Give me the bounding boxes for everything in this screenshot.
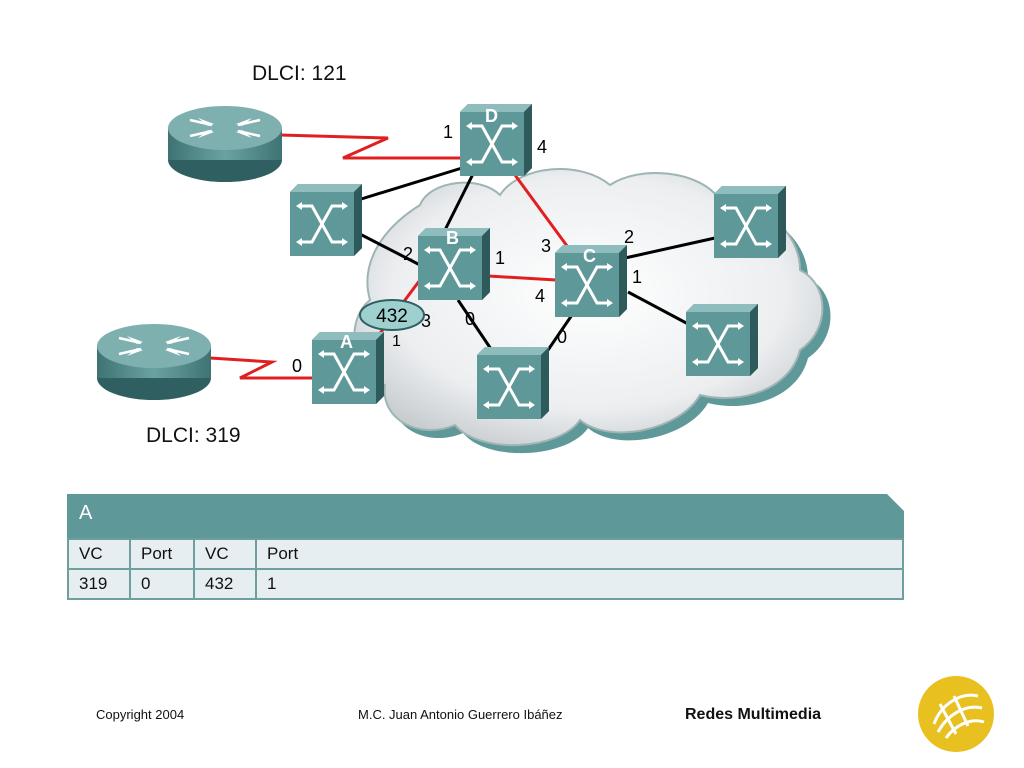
port-label: 1 [443,122,453,142]
footer-author: M.C. Juan Antonio Guerrero Ibáñez [358,707,563,722]
port-label: 0 [465,309,475,329]
node-label-a: A [340,332,353,352]
link-d-b [443,169,477,231]
logo-icon [918,676,994,752]
serial-link-top [279,133,460,160]
footer-copyright: Copyright 2004 [96,707,185,722]
switch-icon[interactable] [475,345,551,421]
port-label: 3 [541,236,551,256]
switch-icon[interactable] [684,302,760,378]
table-header-row: VC Port VC Port [67,538,904,570]
table-header-cell: VC [193,538,257,570]
port-label: 0 [557,327,567,347]
table-cell: 1 [255,568,904,600]
table-cell: 0 [129,568,195,600]
port-label: 1 [495,248,505,268]
link-b-c [487,274,557,282]
link-b-bottom [456,299,497,356]
footer-course: Redes Multimedia [685,706,822,723]
link-c-right-top [624,236,716,260]
port-label: 0 [292,356,302,376]
router-icon[interactable] [166,104,284,184]
node-label-b: B [446,228,459,248]
port-label: 4 [535,286,545,306]
table-row: 319 0 432 1 [67,568,904,600]
table-header-cell: Port [129,538,195,570]
switch-icon[interactable] [712,184,788,260]
table-header-cell: Port [255,538,904,570]
network-diagram: D B C A 1 4 2 1 3 0 3 2 1 4 0 0 1 432 [95,102,831,454]
table-header [67,494,904,538]
vc-tag-label: 432 [376,306,408,327]
node-label-c: C [583,246,596,266]
serial-link-bottom [209,356,312,380]
link-d-c [513,174,572,251]
switch-icon[interactable] [288,182,364,258]
dlci-label-bottom: DLCI: 319 [146,424,241,447]
network-links [355,166,716,356]
router-icon[interactable] [95,322,213,402]
table-cell: 319 [67,568,131,600]
port-label: 1 [632,267,642,287]
table-cell: 432 [193,568,257,600]
table-header-cell: VC [67,538,131,570]
vc-tag: 432 [359,299,425,331]
table-title: A [79,502,93,524]
port-label: 3 [421,311,431,331]
vc-table: VC Port VC Port 319 0 432 1 [67,538,904,600]
link-left-switch-b [355,230,421,267]
switching-table: A VC Port VC Port 319 0 432 1 [67,494,904,602]
dlci-label-top: DLCI: 121 [252,62,347,85]
port-label: 4 [537,137,547,157]
virtual-circuit-path [209,133,572,380]
port-label: 1 [392,333,401,350]
port-label: 2 [403,244,413,264]
link-left-switch-d [357,166,463,202]
link-c-right-bottom [627,290,691,327]
node-label-d: D [485,106,498,126]
port-label: 2 [624,227,634,247]
link-c-bottom [546,314,574,351]
